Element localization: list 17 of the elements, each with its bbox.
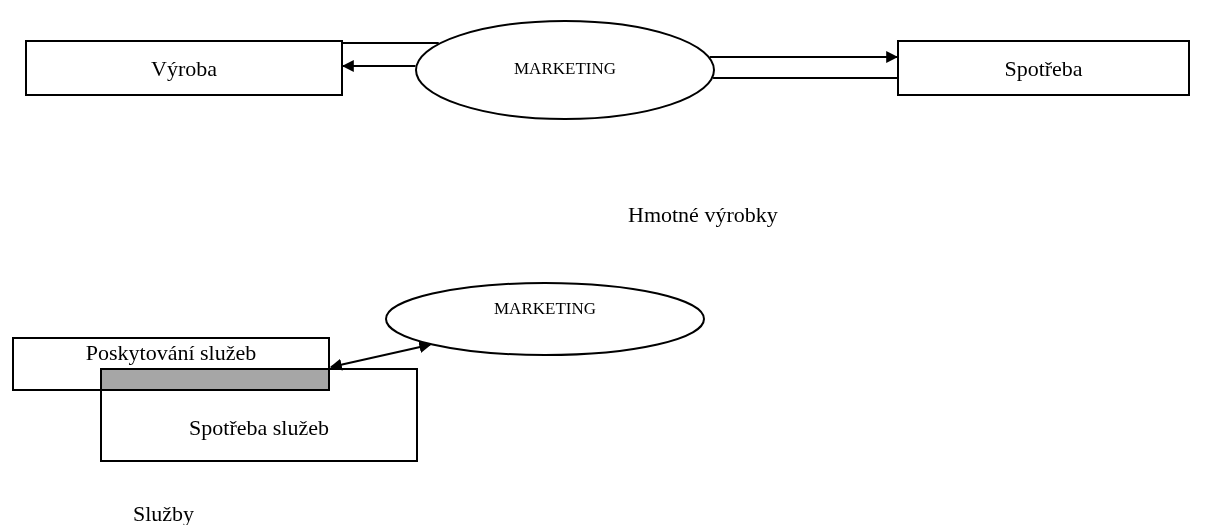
node-label: MARKETING — [494, 298, 596, 320]
connector-line — [342, 42, 440, 44]
node-label: Poskytování služeb — [85, 342, 257, 364]
arrow — [341, 60, 417, 72]
caption-label: Služby — [133, 500, 195, 525]
node-label: Výroba — [151, 54, 217, 83]
node-label: MARKETING — [514, 58, 616, 80]
process-box — [12, 337, 330, 391]
process-box — [897, 40, 1190, 96]
node-label: Spotřeba služeb — [189, 413, 329, 442]
arrow — [329, 341, 432, 371]
node-label: Spotřeba — [1004, 54, 1083, 83]
process-box — [25, 40, 343, 96]
connector-line — [712, 77, 898, 79]
arrow — [708, 51, 899, 63]
process-box — [100, 368, 418, 462]
caption-label: Hmotné výrobky — [628, 201, 778, 229]
